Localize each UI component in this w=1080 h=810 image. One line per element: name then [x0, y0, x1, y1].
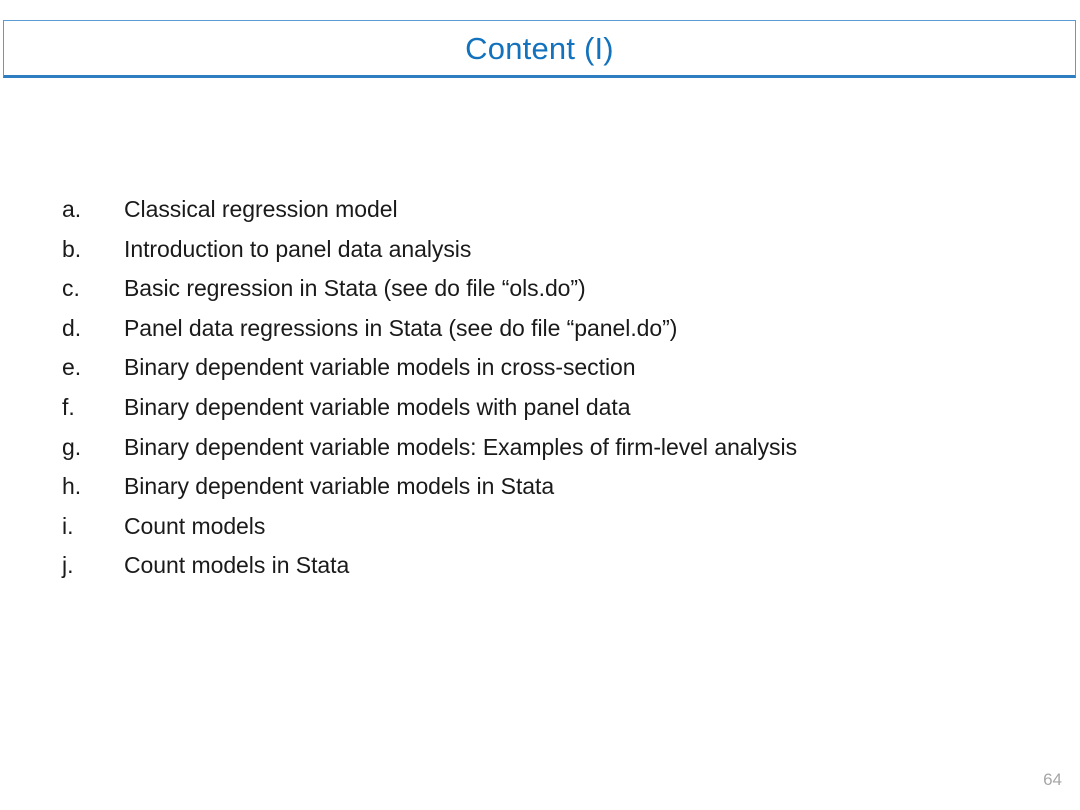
list-item-marker: e.: [62, 354, 82, 381]
list-item: g. Binary dependent variable models: Exa…: [62, 428, 1022, 468]
list-item-label: Classical regression model: [124, 196, 398, 222]
list-item-marker: h.: [62, 473, 82, 500]
list-item-label: Introduction to panel data analysis: [124, 235, 472, 262]
list-item-marker: c.: [62, 275, 80, 302]
list-item: f. Binary dependent variable models with…: [62, 388, 1022, 428]
list-item-marker: i.: [62, 512, 74, 539]
list-item-label: Binary dependent variable models in Stat…: [124, 473, 555, 500]
list-item-marker: b.: [62, 235, 82, 262]
list-item: a. Classical regression model: [62, 190, 1022, 230]
list-item-marker: g.: [62, 433, 82, 460]
list-item: e. Binary dependent variable models in c…: [62, 348, 1022, 388]
list-item-label: Binary dependent variable models with pa…: [124, 393, 631, 420]
list-item: b. Introduction to panel data analysis: [62, 230, 1022, 270]
list-item-label: Binary dependent variable models in cros…: [124, 354, 636, 381]
content-outline-list: a. Classical regression model b. Introdu…: [62, 190, 1022, 586]
list-item: c. Basic regression in Stata (see do fil…: [62, 269, 1022, 309]
list-item: j. Count models in Stata: [62, 546, 1022, 586]
list-item: i. Count models: [62, 507, 1022, 547]
list-item-label: Panel data regressions in Stata (see do …: [124, 314, 678, 341]
list-item-marker: f.: [62, 393, 75, 420]
page-title: Content (I): [465, 30, 614, 66]
list-item-label: Basic regression in Stata (see do file “…: [124, 275, 586, 302]
list-item: d. Panel data regressions in Stata (see …: [62, 309, 1022, 349]
list-item: h. Binary dependent variable models in S…: [62, 467, 1022, 507]
list-item-marker: d.: [62, 314, 82, 341]
page-number: 64: [1043, 770, 1062, 789]
list-item-marker: j.: [62, 552, 74, 579]
slide-title-box: Content (I): [3, 20, 1076, 78]
list-item-label: Binary dependent variable models: Exampl…: [124, 433, 798, 460]
list-item-label: Count models in Stata: [124, 552, 350, 579]
list-item-marker: a.: [62, 196, 82, 222]
list-item-label: Count models: [124, 512, 266, 539]
